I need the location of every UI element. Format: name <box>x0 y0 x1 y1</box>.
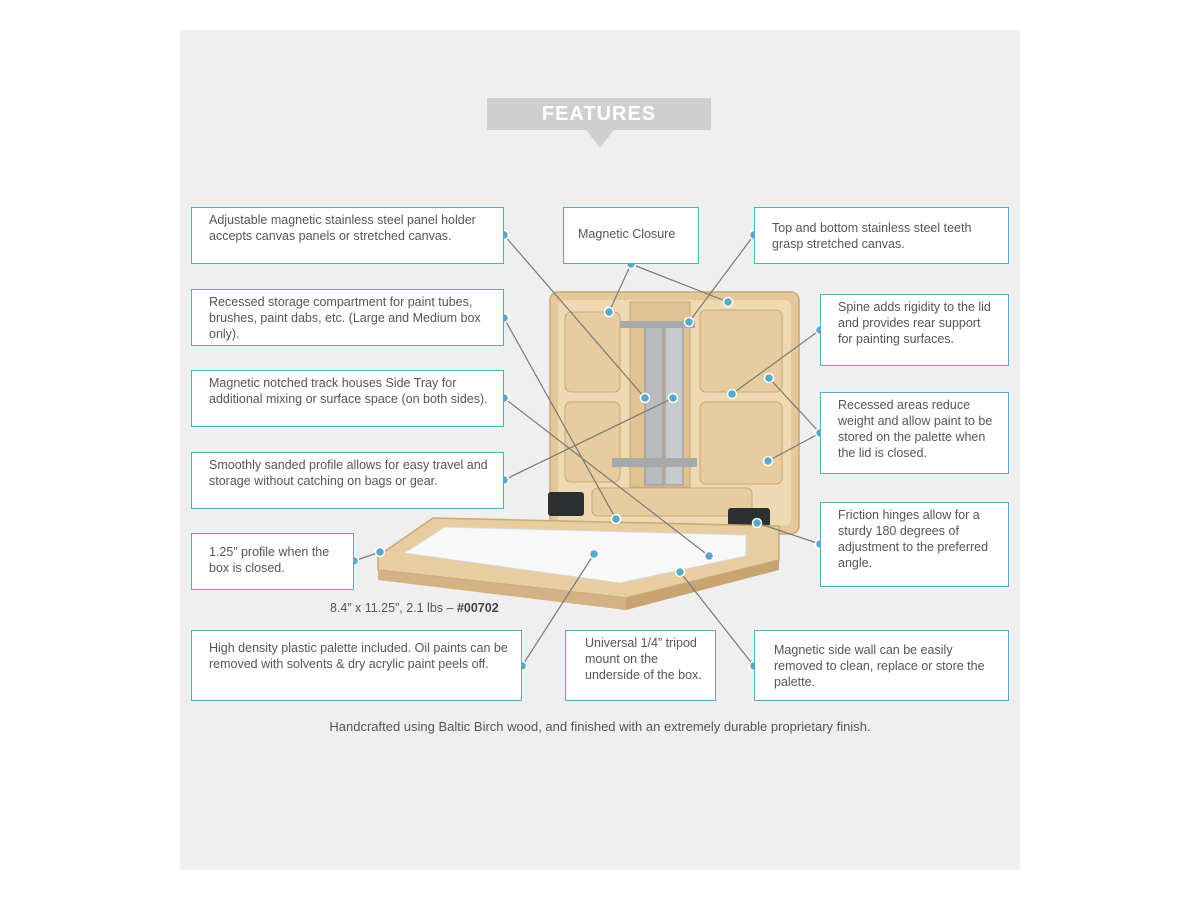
callout-storage-compartment: Recessed storage compartment for paint t… <box>191 289 504 346</box>
callout-friction-hinges: Friction hinges allow for a sturdy 180 d… <box>820 502 1009 587</box>
box-base <box>377 517 780 610</box>
callout-magnetic-closure: Magnetic Closure <box>563 207 699 264</box>
callout-side-tray: Magnetic notched track houses Side Tray … <box>191 370 504 427</box>
dimensions-label: 8.4” x 11.25”, 2.1 lbs – #00702 <box>330 601 499 615</box>
banner-pointer <box>586 130 614 148</box>
leader-lines <box>353 234 821 667</box>
callout-panel-holder: Adjustable magnetic stainless steel pane… <box>191 207 504 264</box>
callout-side-wall: Magnetic side wall can be easily removed… <box>754 630 1009 701</box>
callout-recessed-areas: Recessed areas reduce weight and allow p… <box>820 392 1009 474</box>
box-lid <box>549 291 800 535</box>
dimensions-size: 8.4” x 11.25”, 2.1 lbs – <box>330 601 457 615</box>
callout-profile: 1.25” profile when the box is closed. <box>191 533 354 590</box>
callout-tripod-mount: Universal 1/4” tripod mount on the under… <box>565 630 716 701</box>
footer-note: Handcrafted using Baltic Birch wood, and… <box>329 719 871 734</box>
left-hinge <box>548 492 584 516</box>
callout-spine: Spine adds rigidity to the lid and provi… <box>820 294 1009 366</box>
product-sku: #00702 <box>456 601 499 615</box>
callout-palette: High density plastic palette included. O… <box>191 630 522 701</box>
features-banner: FEATURES <box>487 98 711 130</box>
plastic-palette <box>402 526 747 584</box>
callout-sanded-profile: Smoothly sanded profile allows for easy … <box>191 452 504 509</box>
callout-steel-teeth: Top and bottom stainless steel teeth gra… <box>754 207 1009 264</box>
